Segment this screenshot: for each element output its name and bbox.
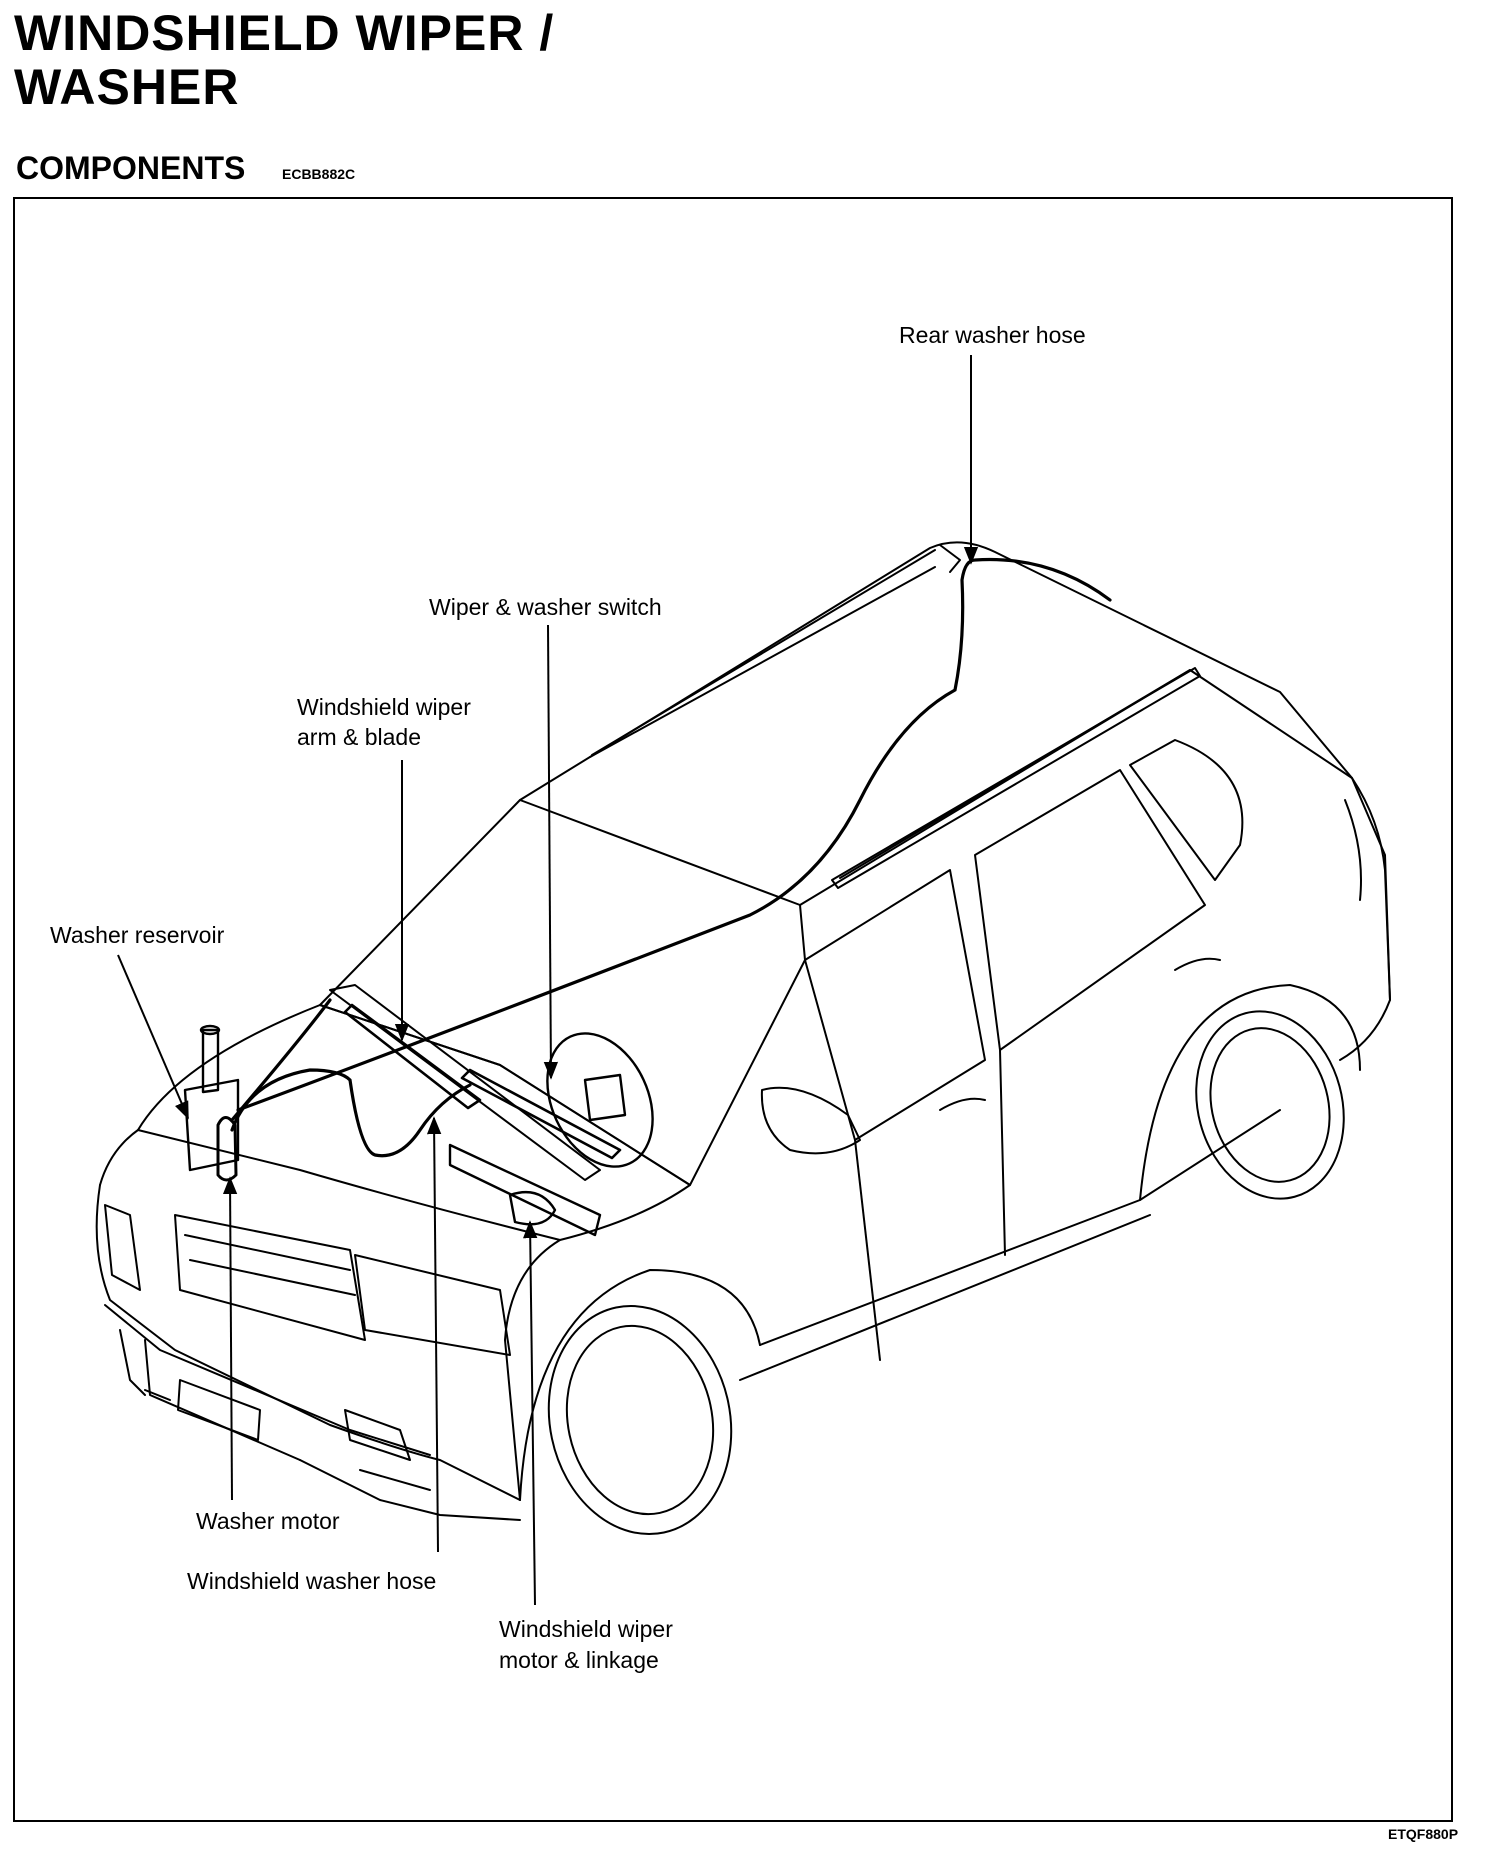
cowl-panel (329, 984, 601, 1181)
wiper-washer-switch-body (583, 1073, 627, 1122)
side-glass-quarter (1129, 739, 1244, 881)
page-title: WINDSHIELD WIPER / WASHER (14, 6, 554, 114)
side-mirror (760, 1086, 861, 1155)
wiper-arm-left (343, 1003, 482, 1110)
grille (174, 1214, 366, 1341)
front-fascia (95, 1184, 521, 1501)
door-line-front (854, 1139, 881, 1361)
license-plate (177, 1379, 261, 1441)
label-washer-reservoir: Washer reservoir (50, 922, 225, 948)
fog-lamp-left (344, 1409, 411, 1461)
label-wiper-washer-switch: Wiper & washer switch (429, 594, 662, 620)
label-wiper-motor-line1: Windshield wiper (499, 1616, 673, 1642)
label-wiper-motor-line2: motor & linkage (499, 1647, 659, 1673)
side-glass-rear (974, 769, 1206, 1051)
front-wheel (547, 1304, 733, 1536)
diagram-frame (13, 197, 1453, 1822)
door-handle-rear (1174, 957, 1221, 971)
figure-code: ETQF880P (1388, 1826, 1459, 1842)
vehicle-outline (95, 541, 1391, 1536)
front-bumper (104, 1304, 431, 1456)
windshield (319, 799, 806, 1186)
arrow-wiper-motor (523, 1220, 538, 1606)
leader-arrows (117, 355, 979, 1606)
door-handle-front (939, 1097, 986, 1111)
label-rear-washer-hose: Rear washer hose (899, 322, 1086, 348)
door-line-rear (999, 1049, 1006, 1256)
rear-end (1339, 777, 1391, 1061)
headlight-right (354, 1254, 511, 1356)
arrow-washer-motor (222, 1176, 238, 1501)
windshield-washer-hose (230, 1068, 472, 1158)
steering-wheel (546, 1032, 654, 1168)
roof-outline (519, 541, 1353, 801)
components (183, 1003, 654, 1237)
label-wiper-arm-line2: arm & blade (297, 724, 422, 750)
wiper-arm-right (460, 1068, 622, 1160)
section-code: ECBB882C (282, 166, 356, 182)
title-line-2: WASHER (14, 59, 240, 115)
washer-reservoir-filler (201, 1028, 220, 1094)
wiper-linkage (448, 1143, 602, 1237)
label-wiper-arm-line1: Windshield wiper (297, 694, 471, 720)
roof-rail-front (591, 549, 936, 756)
washer-reservoir-tank (183, 1078, 240, 1172)
side-glass-front (804, 869, 986, 1141)
section-heading: COMPONENTS (16, 150, 246, 186)
arrow-windshield-washer-hose (426, 1116, 442, 1553)
washer-motor-body (216, 1116, 238, 1182)
arrow-wiper-washer-switch (543, 624, 559, 1080)
arrow-washer-reservoir (117, 954, 189, 1120)
label-windshield-washer-hose: Windshield washer hose (187, 1568, 437, 1594)
label-washer-motor: Washer motor (196, 1508, 340, 1534)
headlight-left (104, 1204, 141, 1291)
title-line-1: WINDSHIELD WIPER / (14, 5, 555, 61)
sill (759, 1109, 1281, 1346)
rear-wheel-arch (1139, 984, 1361, 1201)
body-side (799, 669, 1391, 1001)
rear-wheel (1195, 1010, 1345, 1200)
